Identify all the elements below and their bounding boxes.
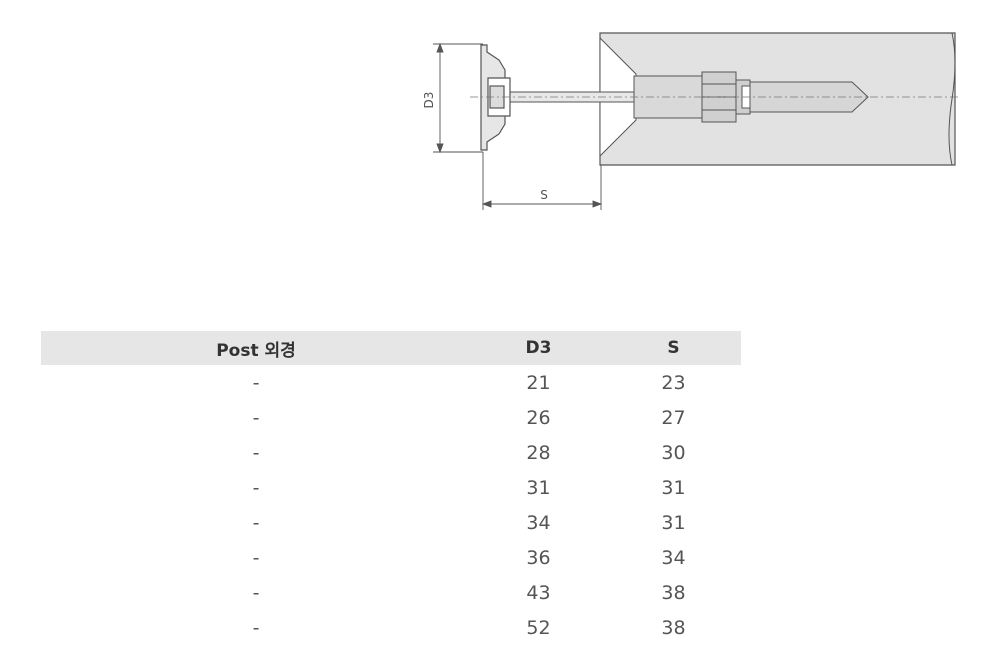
table-cell: 23 <box>661 371 686 394</box>
table-cell: - <box>252 441 260 464</box>
s-label: S <box>540 188 548 202</box>
table-row: - 43 38 <box>41 575 741 610</box>
table-cell: 34 <box>661 546 686 569</box>
spec-table: Post 외경 D3 S - 21 23 - 26 27 - 28 30 - 3… <box>41 331 741 645</box>
table-cell: - <box>252 546 260 569</box>
table-cell: 52 <box>526 616 551 639</box>
table-cell: 21 <box>526 371 551 394</box>
table-cell: 38 <box>661 581 686 604</box>
table-row: - 52 38 <box>41 610 741 645</box>
table-cell: 27 <box>661 406 686 429</box>
table-row: - 36 34 <box>41 540 741 575</box>
table-cell: 36 <box>526 546 551 569</box>
table-cell: - <box>252 371 260 394</box>
table-cell: - <box>252 406 260 429</box>
table-cell: - <box>252 476 260 499</box>
table-cell: 31 <box>661 476 686 499</box>
tube-break-line <box>948 32 956 166</box>
table-row: - 34 31 <box>41 505 741 540</box>
column-header-d3: D3 <box>471 331 606 365</box>
table-cell: 30 <box>661 441 686 464</box>
table-cell: 43 <box>526 581 551 604</box>
s-dimension-line <box>481 152 603 210</box>
column-header-s: S <box>606 331 741 365</box>
d3-label: D3 <box>422 92 436 109</box>
table-row: - 21 23 <box>41 365 741 400</box>
table-cell: - <box>252 616 260 639</box>
table-cell: 31 <box>526 476 551 499</box>
table-header-row: Post 외경 D3 S <box>41 331 741 365</box>
end-cap <box>480 44 511 151</box>
table-cell: 28 <box>526 441 551 464</box>
table-cell: 31 <box>661 511 686 534</box>
table-cell: 34 <box>526 511 551 534</box>
table-row: - 28 30 <box>41 435 741 470</box>
table-cell: - <box>252 511 260 534</box>
table-row: - 31 31 <box>41 470 741 505</box>
table-cell: - <box>252 581 260 604</box>
table-cell: 26 <box>526 406 551 429</box>
table-cell: 38 <box>661 616 686 639</box>
technical-drawing: D3 S <box>422 32 960 210</box>
table-row: - 26 27 <box>41 400 741 435</box>
d3-dimension-line <box>433 42 483 154</box>
column-header-post-diameter: Post 외경 <box>41 331 471 365</box>
